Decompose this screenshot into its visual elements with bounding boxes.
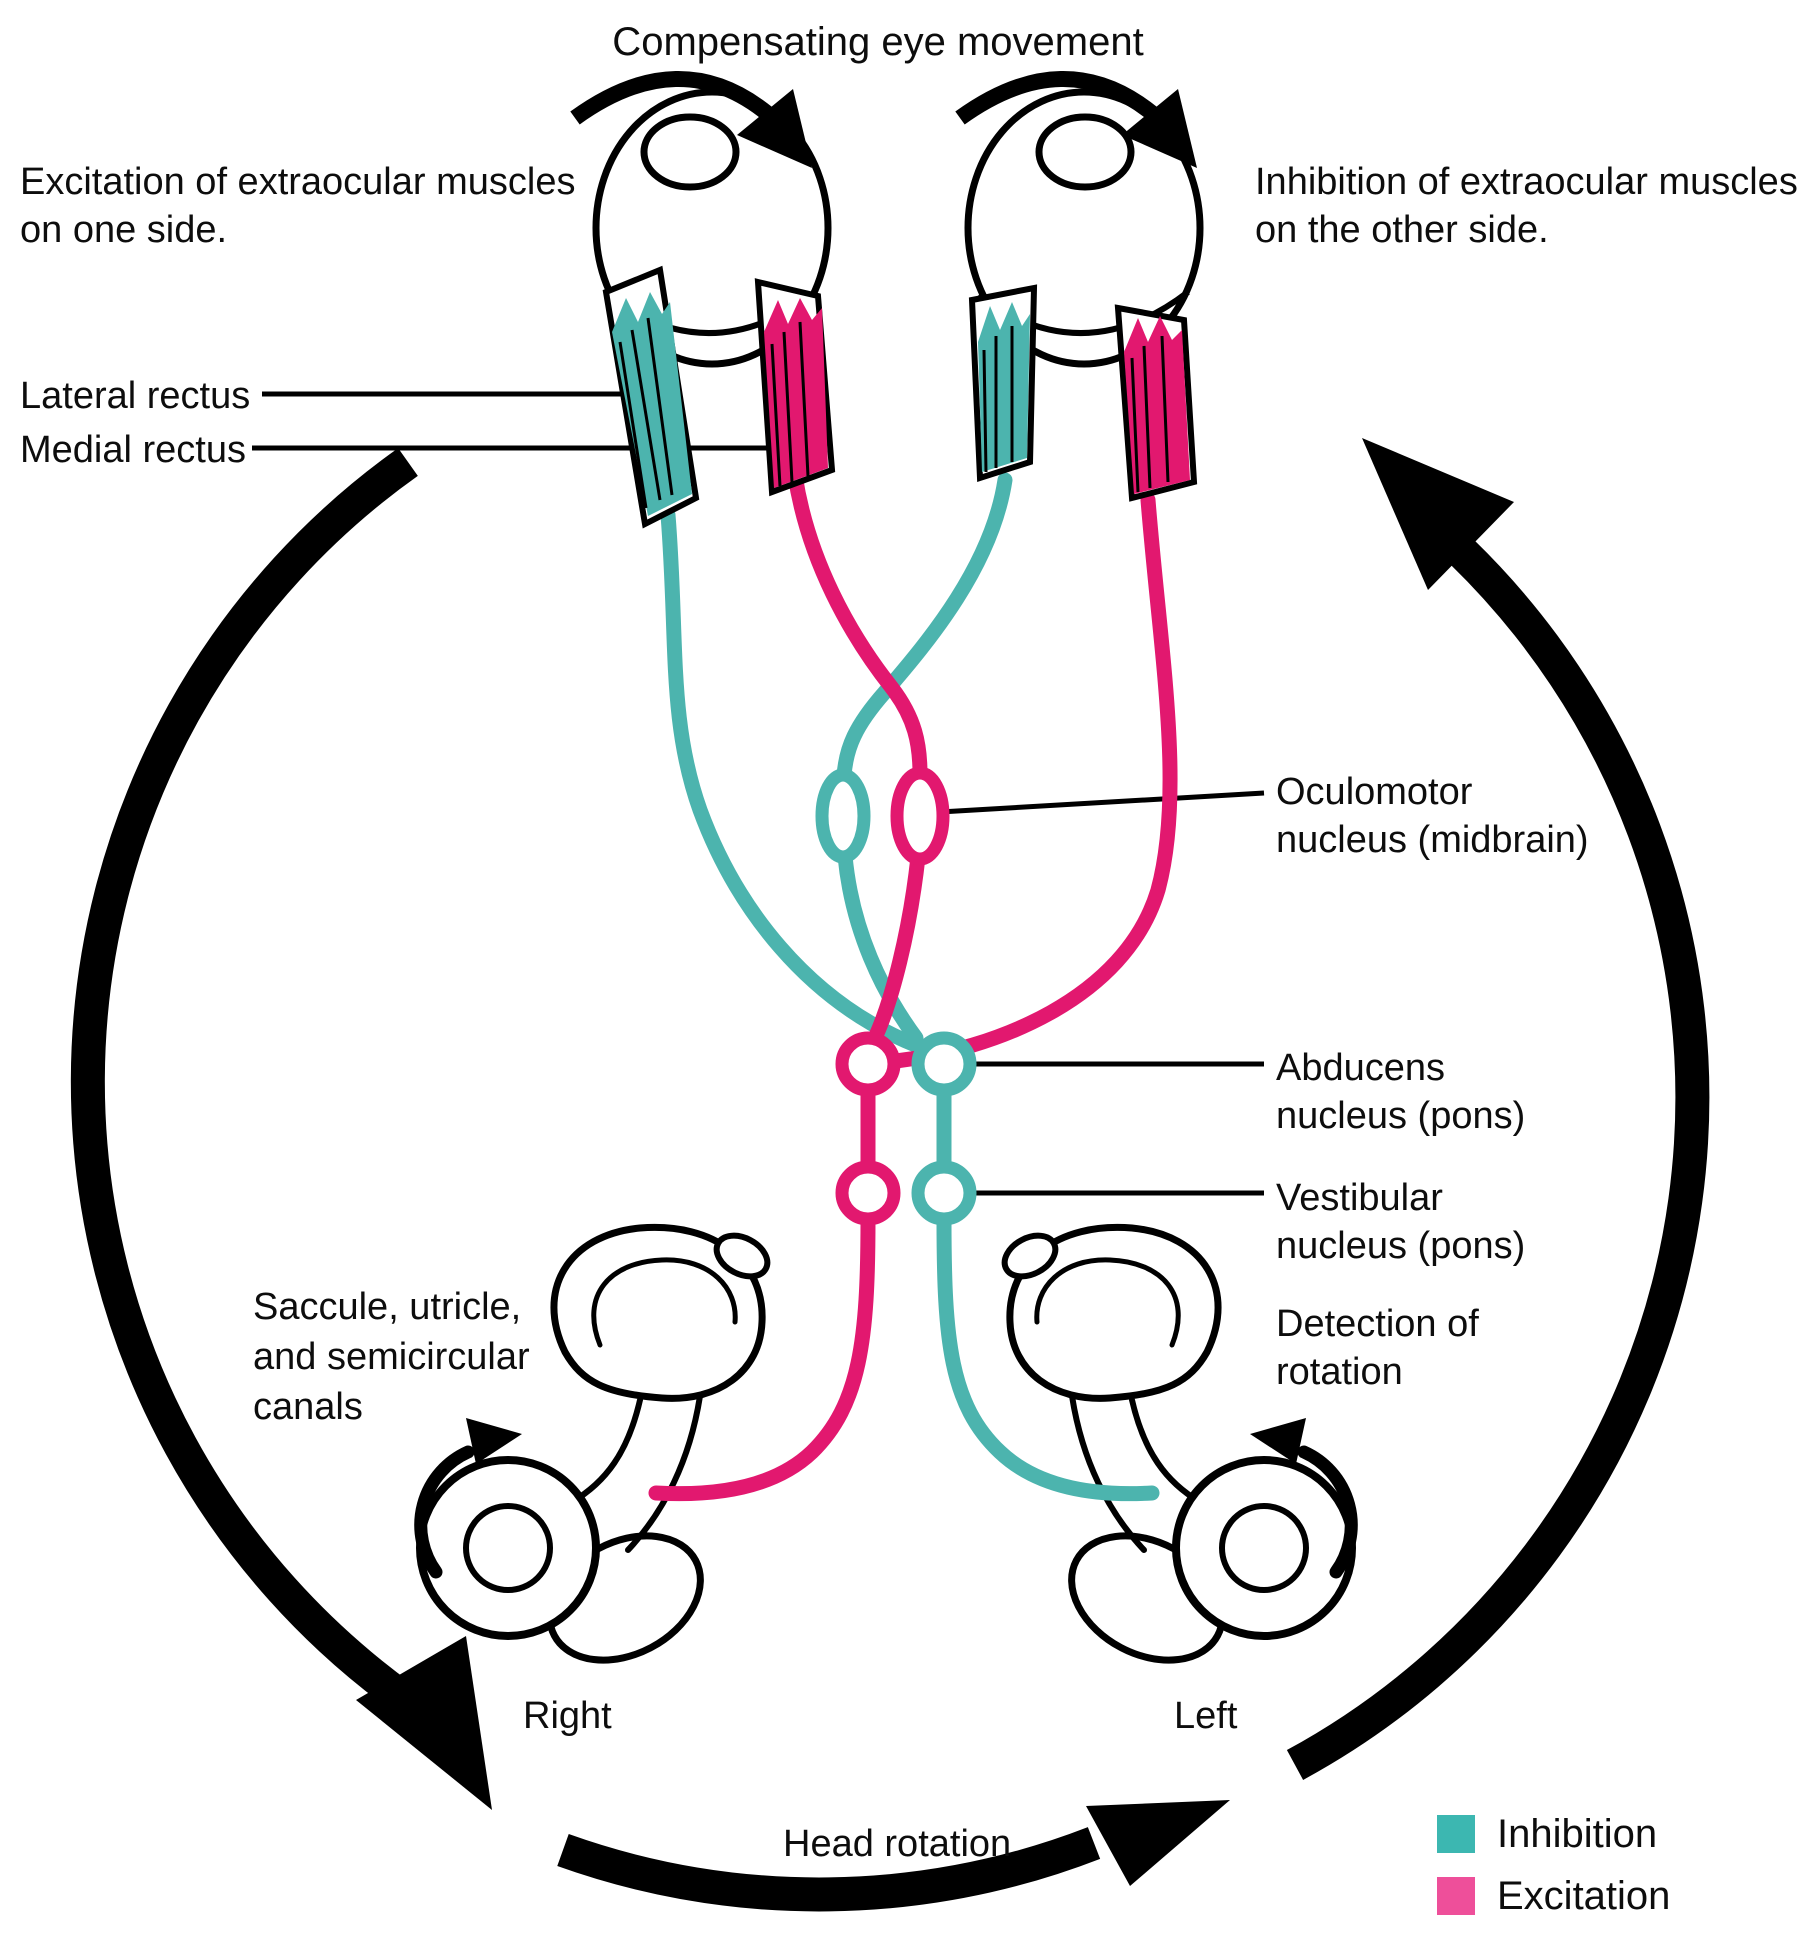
saccule-label-line2: and semicircular xyxy=(253,1336,530,1378)
detection-label-line2: rotation xyxy=(1276,1351,1403,1393)
canal-rotation-arrow xyxy=(414,1445,475,1579)
rotation-arc-left xyxy=(70,448,418,1712)
fiber-pink-vestibular-to-ear xyxy=(648,1211,876,1502)
right-medial-rectus-muscle xyxy=(968,284,1038,483)
left-ear-label: Left xyxy=(1174,1695,1238,1737)
left-eye xyxy=(570,71,836,529)
oculomotor-nucleus-teal xyxy=(815,768,871,864)
right-eye-pupil xyxy=(1035,113,1135,191)
head-rotation-label: Head rotation xyxy=(783,1823,1012,1865)
vestibular-label: Vestibular nucleus (pons) xyxy=(1276,1174,1525,1270)
inhibition-note: Inhibition of extraocular muscles on the… xyxy=(1255,158,1798,254)
legend-item-inhibition: Inhibition xyxy=(1437,1814,1657,1854)
vestibular-nucleus-teal xyxy=(911,1160,977,1226)
arrowhead-bottom-right xyxy=(1086,1800,1230,1886)
canal-rotation-arrowhead xyxy=(466,1418,522,1464)
medial-rectus-label: Medial rectus xyxy=(20,429,246,471)
saccule-label: Saccule, utricle, and semicircular canal… xyxy=(253,1282,530,1432)
leader-lines xyxy=(252,391,1265,1196)
fiber-teal-oculomotor-to-abducens xyxy=(837,848,924,1046)
right-lateral-rectus-muscle xyxy=(1114,304,1198,502)
fiber-teal-vestibular-to-ear xyxy=(936,1211,1160,1502)
fiber-pink-left-medial-rectus xyxy=(787,467,928,782)
excitation-swatch-icon xyxy=(1437,1877,1475,1915)
excitation-note-line2: on one side. xyxy=(20,209,228,251)
right-eye xyxy=(955,71,1204,502)
excitation-fibers xyxy=(648,467,1178,1502)
oculomotor-label-line2: nucleus (midbrain) xyxy=(1276,819,1589,861)
inhibition-swatch-icon xyxy=(1437,1815,1475,1853)
fiber-pink-right-lateral-rectus xyxy=(888,492,1178,1069)
leader-oculomotor xyxy=(939,790,1265,815)
left-eye-arrowhead xyxy=(737,89,812,168)
right-eye-arrow-arc xyxy=(955,71,1159,125)
detection-label-line1: Detection of xyxy=(1276,1303,1479,1345)
abducens-nucleus-pink xyxy=(835,1031,901,1097)
excitation-note-line1: Excitation of extraocular muscles xyxy=(20,161,576,203)
fiber-pink-oculomotor-to-abducens xyxy=(866,849,926,1048)
saccule-label-line3: canals xyxy=(253,1386,363,1428)
left-eye-pupil xyxy=(640,113,740,191)
inhibition-fibers xyxy=(660,472,1160,1502)
oculomotor-label: Oculomotor nucleus (midbrain) xyxy=(1276,768,1589,864)
inhibition-legend-label: Inhibition xyxy=(1497,1812,1658,1856)
fiber-teal-right-medial-rectus xyxy=(836,472,1013,784)
saccule-label-line1: Saccule, utricle, xyxy=(253,1286,522,1328)
detection-label: Detection of rotation xyxy=(1276,1300,1479,1396)
inhibition-note-line1: Inhibition of extraocular muscles xyxy=(1255,161,1798,203)
vestibular-label-line1: Vestibular xyxy=(1276,1177,1443,1219)
vestibular-label-line2: nucleus (pons) xyxy=(1276,1225,1526,1267)
excitation-note: Excitation of extraocular muscles on one… xyxy=(20,158,575,254)
arrowhead-bottom-left xyxy=(356,1636,492,1810)
rotation-arc-right xyxy=(1286,539,1710,1780)
oculomotor-nucleus-pink xyxy=(890,766,950,866)
inhibition-note-line2: on the other side. xyxy=(1255,209,1549,251)
abducens-nucleus-teal xyxy=(911,1031,977,1097)
lateral-rectus-label: Lateral rectus xyxy=(20,375,251,417)
fiber-teal-left-lateral-rectus xyxy=(660,507,926,1054)
abducens-label: Abducens nucleus (pons) xyxy=(1276,1044,1525,1140)
left-eye-arrow-arc xyxy=(570,71,774,125)
diagram-title: Compensating eye movement xyxy=(612,20,1144,64)
rotation-arrowheads xyxy=(356,438,1514,1886)
right-ear-label: Right xyxy=(523,1695,612,1737)
legend-item-excitation: Excitation xyxy=(1437,1876,1670,1916)
inner-ear-right-side xyxy=(414,1223,771,1664)
right-eye-arrowhead xyxy=(1122,89,1197,168)
excitation-legend-label: Excitation xyxy=(1497,1874,1671,1918)
arrowhead-top-right xyxy=(1362,438,1514,590)
abducens-label-line1: Abducens xyxy=(1276,1047,1446,1089)
rotation-arc-bottom xyxy=(557,1827,1101,1912)
nuclei xyxy=(815,766,977,1226)
inner-ear-left-side xyxy=(998,1227,1352,1685)
vestibular-nucleus-pink xyxy=(835,1160,901,1226)
left-medial-rectus-muscle xyxy=(754,278,836,497)
left-lateral-rectus-muscle xyxy=(602,265,700,529)
abducens-label-line2: nucleus (pons) xyxy=(1276,1095,1526,1137)
oculomotor-label-line1: Oculomotor xyxy=(1276,771,1473,813)
head-rotation-circle xyxy=(70,448,1710,1912)
